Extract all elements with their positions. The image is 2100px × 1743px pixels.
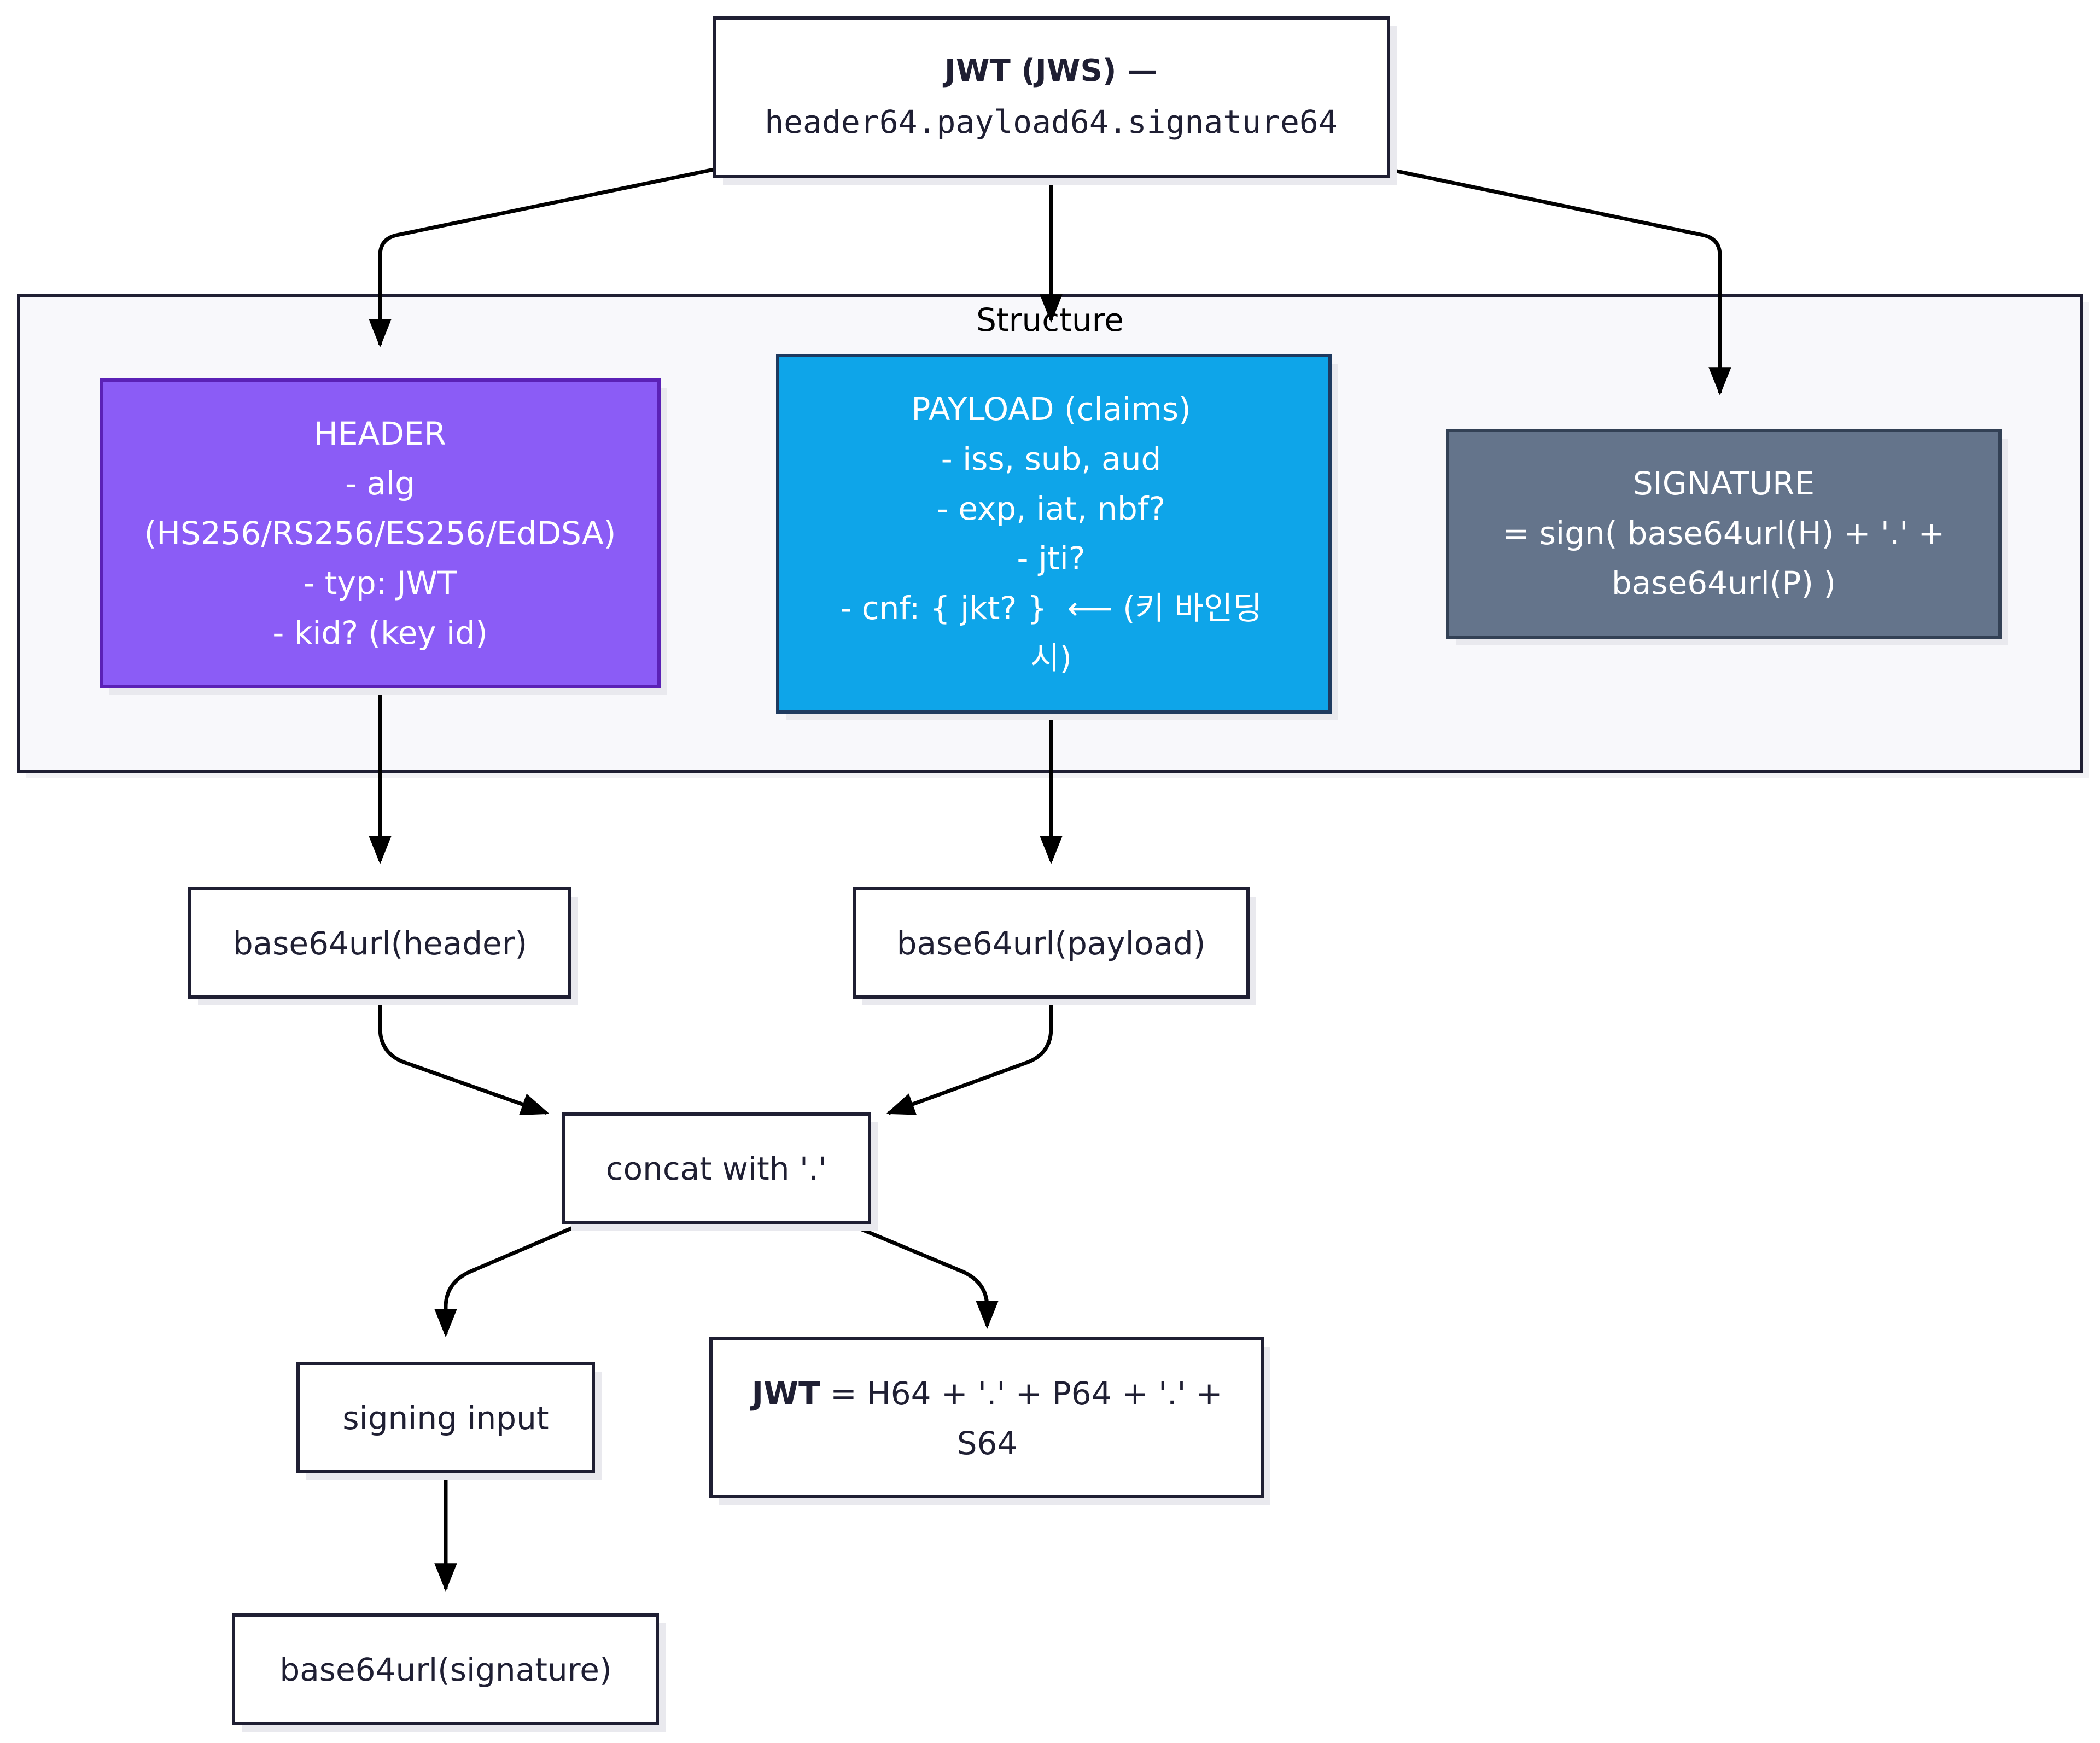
b64-signature-node: base64url(signature) [232,1613,666,1732]
jwt-result-line1: JWT = H64 + '.' + P64 + '.' + [750,1375,1223,1412]
payload-line-exp: - exp, iat, nbf? [937,490,1165,527]
payload-node: PAYLOAD (claims) - iss, sub, aud - exp, … [776,354,1338,720]
edge-concat-to-signing [434,1219,589,1338]
signing-input-label: signing input [342,1400,549,1437]
edge-b64payload-to-concat [886,996,1053,1115]
signing-input-node: signing input [296,1362,602,1480]
b64-signature-label: base64url(signature) [279,1651,611,1688]
header-line-alg-values: (HS256/RS256/ES256/EdDSA) [144,515,616,552]
b64-payload-node: base64url(payload) [853,887,1256,1005]
jwt-overview-format: header64.payload64.signature64 [765,103,1338,141]
signature-line-title: SIGNATURE [1633,465,1815,502]
header-line-kid: - kid? (key id) [272,614,487,651]
jwt-result-node: JWT = H64 + '.' + P64 + '.' + S64 [709,1337,1270,1505]
signature-line-formula: = sign( base64url(H) + '.' + [1503,515,1945,552]
edge-top-to-signature [1389,167,1731,396]
payload-line-title: PAYLOAD (claims) [911,390,1191,428]
edge-concat-to-jwt [841,1219,999,1330]
jwt-overview-node: JWT (JWS) — header64.payload64.signature… [713,16,1397,185]
header-line-title: HEADER [314,415,446,452]
jwt-result-formula: = H64 + '.' + P64 + '.' + [820,1375,1223,1412]
b64-header-label: base64url(header) [233,925,527,962]
edge-b64header-to-concat [378,996,550,1115]
signature-node: SIGNATURE = sign( base64url(H) + '.' + b… [1446,429,2008,645]
edge-top-to-header [369,167,714,348]
payload-line-cnf: - cnf: { jkt? } ⟵ (키 바인딩 [840,590,1262,627]
jwt-result-bold: JWT [750,1375,821,1412]
payload-line-iss: - iss, sub, aud [941,440,1162,477]
concat-node: concat with '.' [562,1112,878,1231]
header-line-typ: - typ: JWT [303,564,457,602]
concat-label: concat with '.' [606,1150,827,1187]
b64-header-node: base64url(header) [188,887,578,1005]
edges [369,167,1731,1592]
payload-line-jti: - jti? [1017,540,1085,577]
header-line-alg: - alg [345,465,415,502]
payload-line-cnf-cont: 시) [1030,639,1072,677]
jwt-overview-title: JWT (JWS) — [942,53,1158,89]
signature-line-formula-cont: base64url(P) ) [1612,564,1836,602]
b64-payload-label: base64url(payload) [897,925,1206,962]
header-node: HEADER - alg (HS256/RS256/ES256/EdDSA) -… [100,378,667,695]
jwt-result-line2: S64 [957,1425,1018,1462]
